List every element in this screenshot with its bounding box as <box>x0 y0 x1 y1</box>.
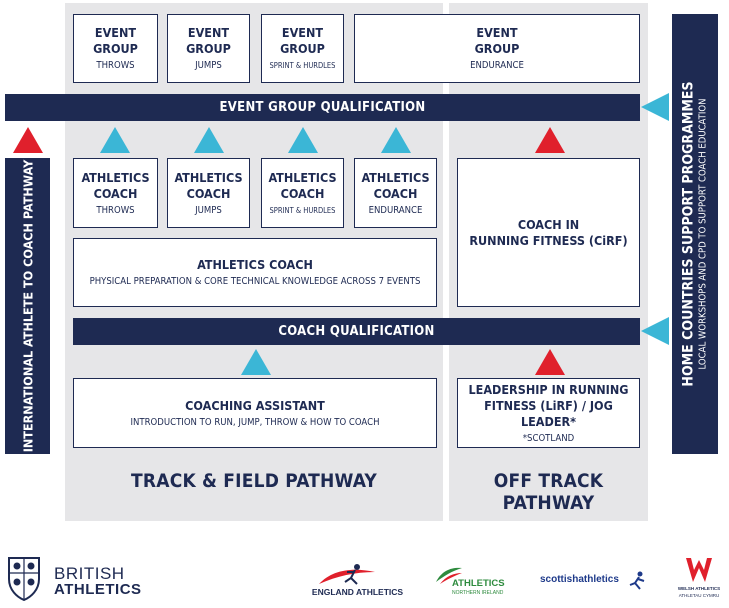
event-group-qualification-label: EVENT GROUP QUALIFICATION <box>219 100 426 115</box>
home-countries-label: HOME COUNTRIES SUPPORT PROGRAMMES LOCAL … <box>680 81 709 387</box>
welsh-athletics-logo: WELSH ATHLETICS ATHLETAU CYMRU <box>674 556 724 604</box>
international-pathway-label: INTERNATIONAL ATHLETE TO COACH PATHWAY <box>20 159 35 453</box>
british-athletics-logo: BRITISH ATHLETICS <box>6 555 146 601</box>
teal-arrow-left-icon <box>641 317 669 345</box>
international-pathway-bar: INTERNATIONAL ATHLETE TO COACH PATHWAY <box>5 158 50 454</box>
ni-swoosh-icon <box>436 567 462 584</box>
northern-ireland-athletics-logo: ATHLETICS NORTHERN IRELAND <box>434 564 514 600</box>
welsh-w-icon <box>686 558 712 582</box>
red-arrow-icon <box>535 349 565 375</box>
red-arrow-icon <box>535 127 565 153</box>
coaching-assistant-box: COACHING ASSISTANT INTRODUCTION TO RUN, … <box>73 378 437 448</box>
red-arrow-icon <box>13 127 43 153</box>
event-group-qualification-bar: EVENT GROUP QUALIFICATION <box>5 94 640 121</box>
scottish-athletics-logo: scottishathletics <box>540 570 650 594</box>
teal-arrow-icon <box>288 127 318 153</box>
teal-arrow-icon <box>241 349 271 375</box>
teal-arrow-icon <box>100 127 130 153</box>
home-countries-bar: HOME COUNTRIES SUPPORT PROGRAMMES LOCAL … <box>672 14 718 454</box>
england-athletics-logo: ENGLAND ATHLETICS <box>305 562 410 602</box>
leadership-running-fitness-box: LEADERSHIP IN RUNNING FITNESS (LiRF) / J… <box>457 378 640 448</box>
coach-qualification-bar: COACH QUALIFICATION <box>73 318 640 345</box>
teal-arrow-left-icon <box>641 93 669 121</box>
lion-crest-icon <box>8 557 40 601</box>
coach-qualification-label: COACH QUALIFICATION <box>278 324 435 339</box>
athletics-coach-box: ATHLETICS COACH PHYSICAL PREPARATION & C… <box>73 238 437 307</box>
track-field-pathway-label: TRACK & FIELD PATHWAY <box>131 470 377 492</box>
teal-arrow-icon <box>194 127 224 153</box>
runner-swoosh-icon <box>319 564 375 585</box>
scottish-runner-icon <box>629 571 645 590</box>
off-track-pathway-label: OFF TRACK PATHWAY <box>493 470 604 514</box>
teal-arrow-icon <box>381 127 411 153</box>
